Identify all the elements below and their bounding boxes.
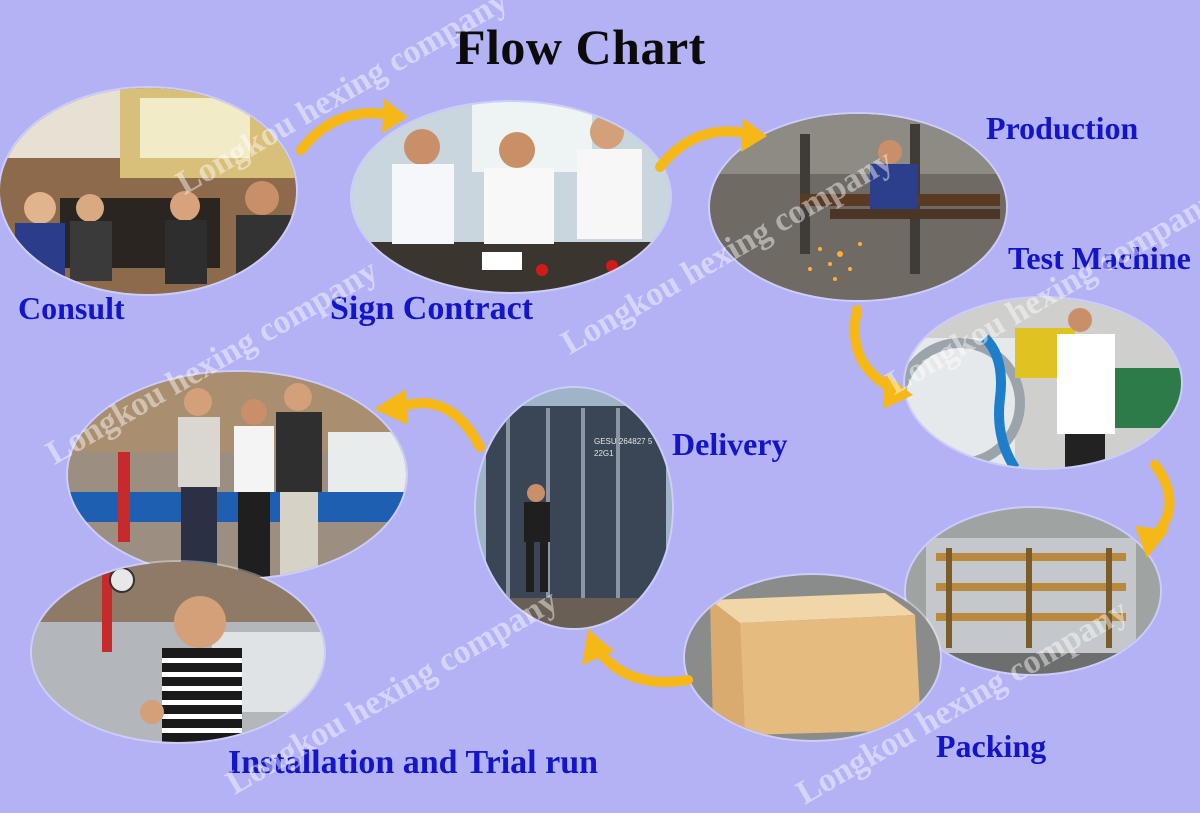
- arrow-delivery-to-installation-icon: [374, 389, 485, 452]
- arrow-packing-to-delivery-icon: [582, 629, 693, 687]
- step-label-sign-contract: Sign Contract: [330, 290, 534, 327]
- installation-group-photo: [68, 372, 406, 578]
- step-label-delivery: Delivery: [672, 426, 788, 462]
- production-photo: [710, 114, 1006, 300]
- step-label-installation: Installation and Trial run: [228, 744, 599, 781]
- step-label-packing: Packing: [936, 728, 1047, 764]
- packing-box-photo: [685, 575, 940, 740]
- sign-contract-photo: [352, 102, 670, 292]
- installation-thumbs-up-photo: [32, 562, 324, 742]
- arrow-test-to-packing-icon: [1135, 460, 1175, 558]
- test-machine-photo: [905, 298, 1181, 468]
- consult-photo: [0, 88, 296, 294]
- delivery-photo: GESU 264827 5 22G1: [476, 388, 672, 628]
- arrow-sign-to-production-icon: [655, 118, 767, 172]
- container-code-text: GESU 264827 5: [594, 437, 653, 446]
- step-label-test-machine: Test Machine: [1008, 240, 1191, 276]
- arrow-production-to-test-icon: [849, 305, 913, 409]
- step-label-production: Production: [986, 110, 1139, 146]
- container-type-text: 22G1: [594, 449, 614, 458]
- step-label-consult: Consult: [18, 290, 125, 326]
- page-title: Flow Chart: [455, 19, 706, 75]
- arrow-consult-to-sign-icon: [296, 99, 408, 155]
